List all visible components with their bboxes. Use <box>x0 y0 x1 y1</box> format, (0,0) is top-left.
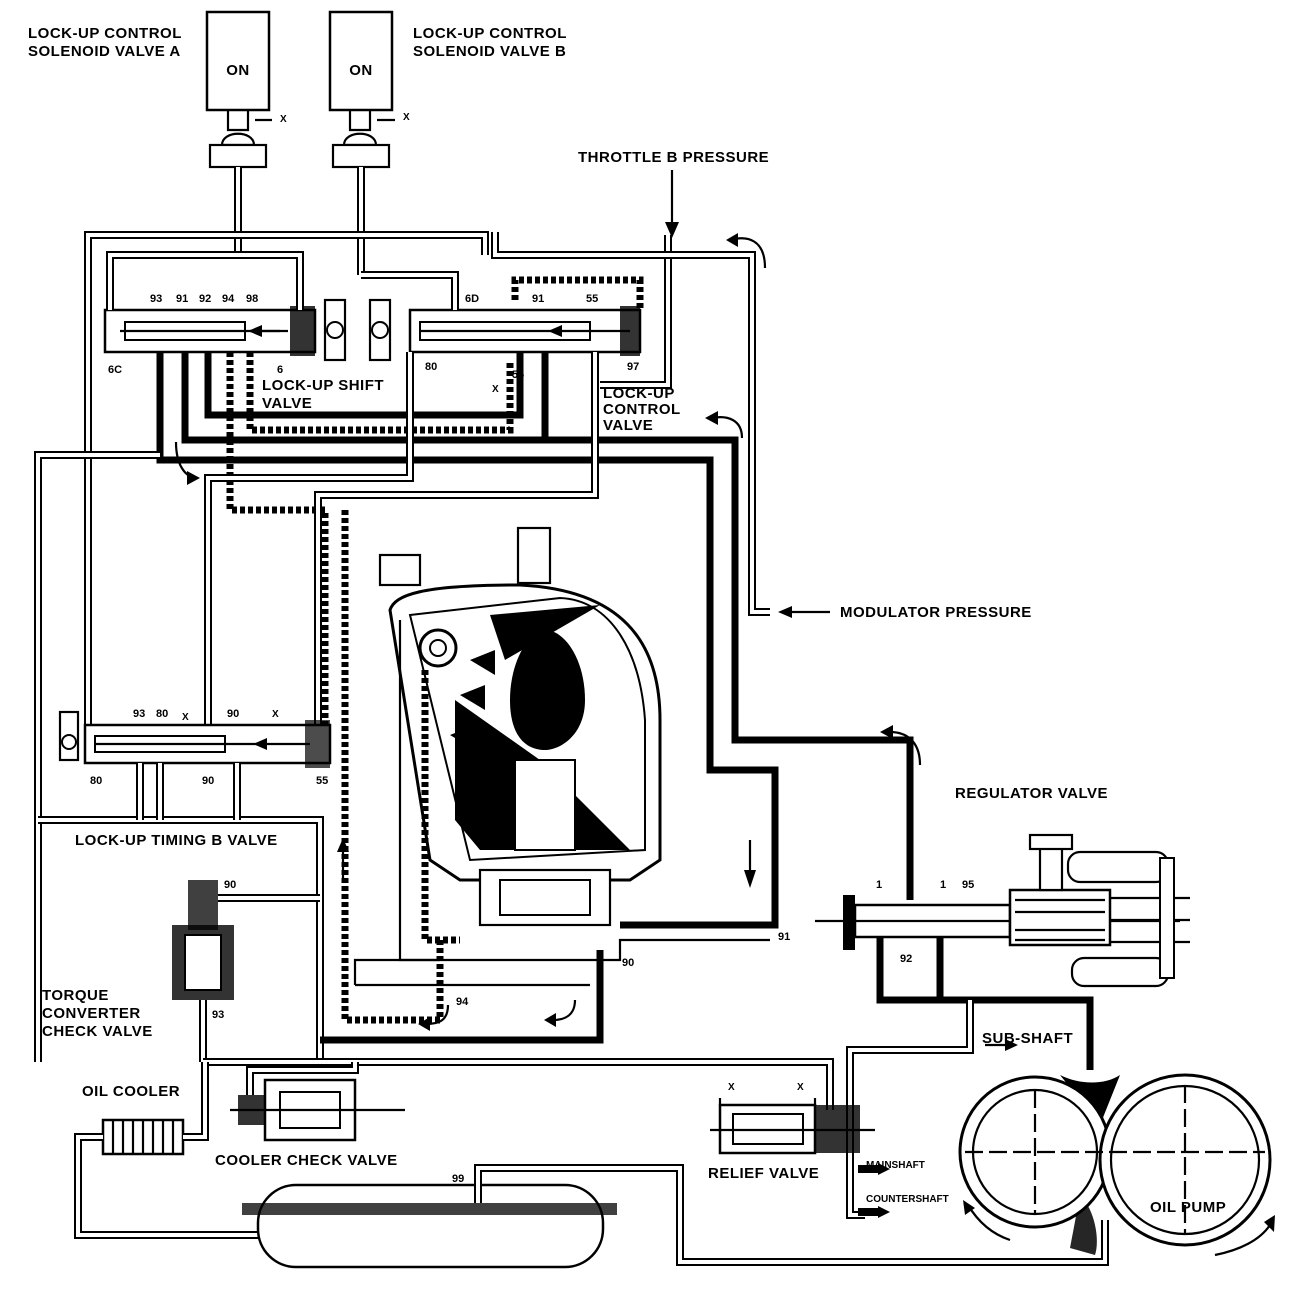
port-92-shift: 92 <box>199 293 211 305</box>
lock-up-control-valve <box>368 276 644 362</box>
tc-check-label-line3: CHECK VALVE <box>42 1023 153 1040</box>
port-6c: 6C <box>108 364 122 376</box>
control-valve-drain-x: X <box>492 384 499 395</box>
port-91-shift: 91 <box>176 293 188 305</box>
port-90-timing-bottom: 90 <box>202 775 214 787</box>
timing-drain-x-1: X <box>182 712 189 723</box>
port-80-timing-bottom: 80 <box>90 775 102 787</box>
oil-pump <box>958 1073 1275 1257</box>
port-90-timing-top: 90 <box>227 708 239 720</box>
modulator-pressure-label: MODULATOR PRESSURE <box>840 604 1032 621</box>
lock-up-timing-b-valve <box>58 710 332 768</box>
port-80-control: 80 <box>425 361 437 373</box>
port-1-regulator-a: 1 <box>876 879 882 891</box>
oil-pump-label: OIL PUMP <box>1150 1199 1226 1216</box>
oil-cooler-label: OIL COOLER <box>82 1083 180 1100</box>
solenoid-a-label-line2: SOLENOID VALVE A <box>28 43 181 60</box>
oil-reservoir <box>242 1164 1109 1269</box>
port-93-timing: 93 <box>133 708 145 720</box>
torque-converter-check-valve <box>172 880 320 1062</box>
shift-valve-label-line2: VALVE <box>262 395 312 412</box>
port-94-shift: 94 <box>222 293 235 305</box>
tc-check-label-line2: CONVERTER <box>42 1005 141 1022</box>
port-95: 95 <box>962 879 974 891</box>
torque-converter <box>337 526 770 1031</box>
port-55-timing: 55 <box>316 775 328 787</box>
sub-shaft-label: SUB-SHAFT <box>982 1030 1073 1047</box>
port-90-tc: 90 <box>622 957 634 969</box>
f1-force-subscript: 1 <box>519 638 525 649</box>
timing-valve-label: LOCK-UP TIMING B VALVE <box>75 832 278 849</box>
solenoid-b-drain-x: X <box>403 112 410 123</box>
solenoid-valve-a: ON <box>205 10 272 169</box>
port-97: 97 <box>627 361 639 373</box>
solenoid-a-drain-x: X <box>280 114 287 125</box>
relief-valve <box>710 1098 875 1155</box>
countershaft-label: COUNTERSHAFT <box>866 1194 949 1205</box>
port-6d: 6D <box>465 293 479 305</box>
port-92-regulator: 92 <box>900 953 912 965</box>
port-99: 99 <box>452 1173 464 1185</box>
port-93-shift: 93 <box>150 293 162 305</box>
control-valve-label-line1: LOCK-UP <box>603 385 675 402</box>
port-98-shift: 98 <box>246 293 258 305</box>
control-valve-label-line2: CONTROL <box>603 401 681 418</box>
solenoid-b-state: ON <box>349 62 373 79</box>
port-6: 6 <box>277 364 283 376</box>
solenoid-a-label-line1: LOCK-UP CONTROL <box>28 25 182 42</box>
port-94-tc: 94 <box>456 996 469 1008</box>
regulator-valve-label: REGULATOR VALVE <box>955 785 1108 802</box>
f1-force-label: F <box>508 629 518 646</box>
port-91-control: 91 <box>532 293 544 305</box>
oil-cooler <box>74 1062 262 1239</box>
relief-valve-label: RELIEF VALVE <box>708 1165 819 1182</box>
cooler-check-valve <box>230 1062 405 1142</box>
throttle-b-pressure-label: THROTTLE B PRESSURE <box>578 149 769 166</box>
relief-drain-x-2: X <box>797 1082 804 1093</box>
control-valve-label-line3: VALVE <box>603 417 653 434</box>
lock-up-shift-valve <box>103 298 347 362</box>
port-91-tc: 91 <box>778 931 790 943</box>
port-80-timing: 80 <box>156 708 168 720</box>
port-93-tc-check: 93 <box>212 1009 224 1021</box>
solenoid-b-label-line1: LOCK-UP CONTROL <box>413 25 567 42</box>
port-1-regulator-b: 1 <box>940 879 946 891</box>
solenoid-valve-b: ON <box>328 10 395 169</box>
regulator-valve <box>815 833 1190 988</box>
port-55-control: 55 <box>586 293 598 305</box>
shift-valve-label-line1: LOCK-UP SHIFT <box>262 377 384 394</box>
mainshaft-label: MAINSHAFT <box>866 1160 925 1171</box>
cooler-check-valve-label: COOLER CHECK VALVE <box>215 1152 398 1169</box>
timing-drain-x-2: X <box>272 709 279 720</box>
relief-drain-x-1: X <box>728 1082 735 1093</box>
tc-check-label-line1: TORQUE <box>42 987 109 1004</box>
solenoid-a-state: ON <box>226 62 250 79</box>
solenoid-b-label-line2: SOLENOID VALVE B <box>413 43 566 60</box>
port-90-tc-check: 90 <box>224 879 236 891</box>
